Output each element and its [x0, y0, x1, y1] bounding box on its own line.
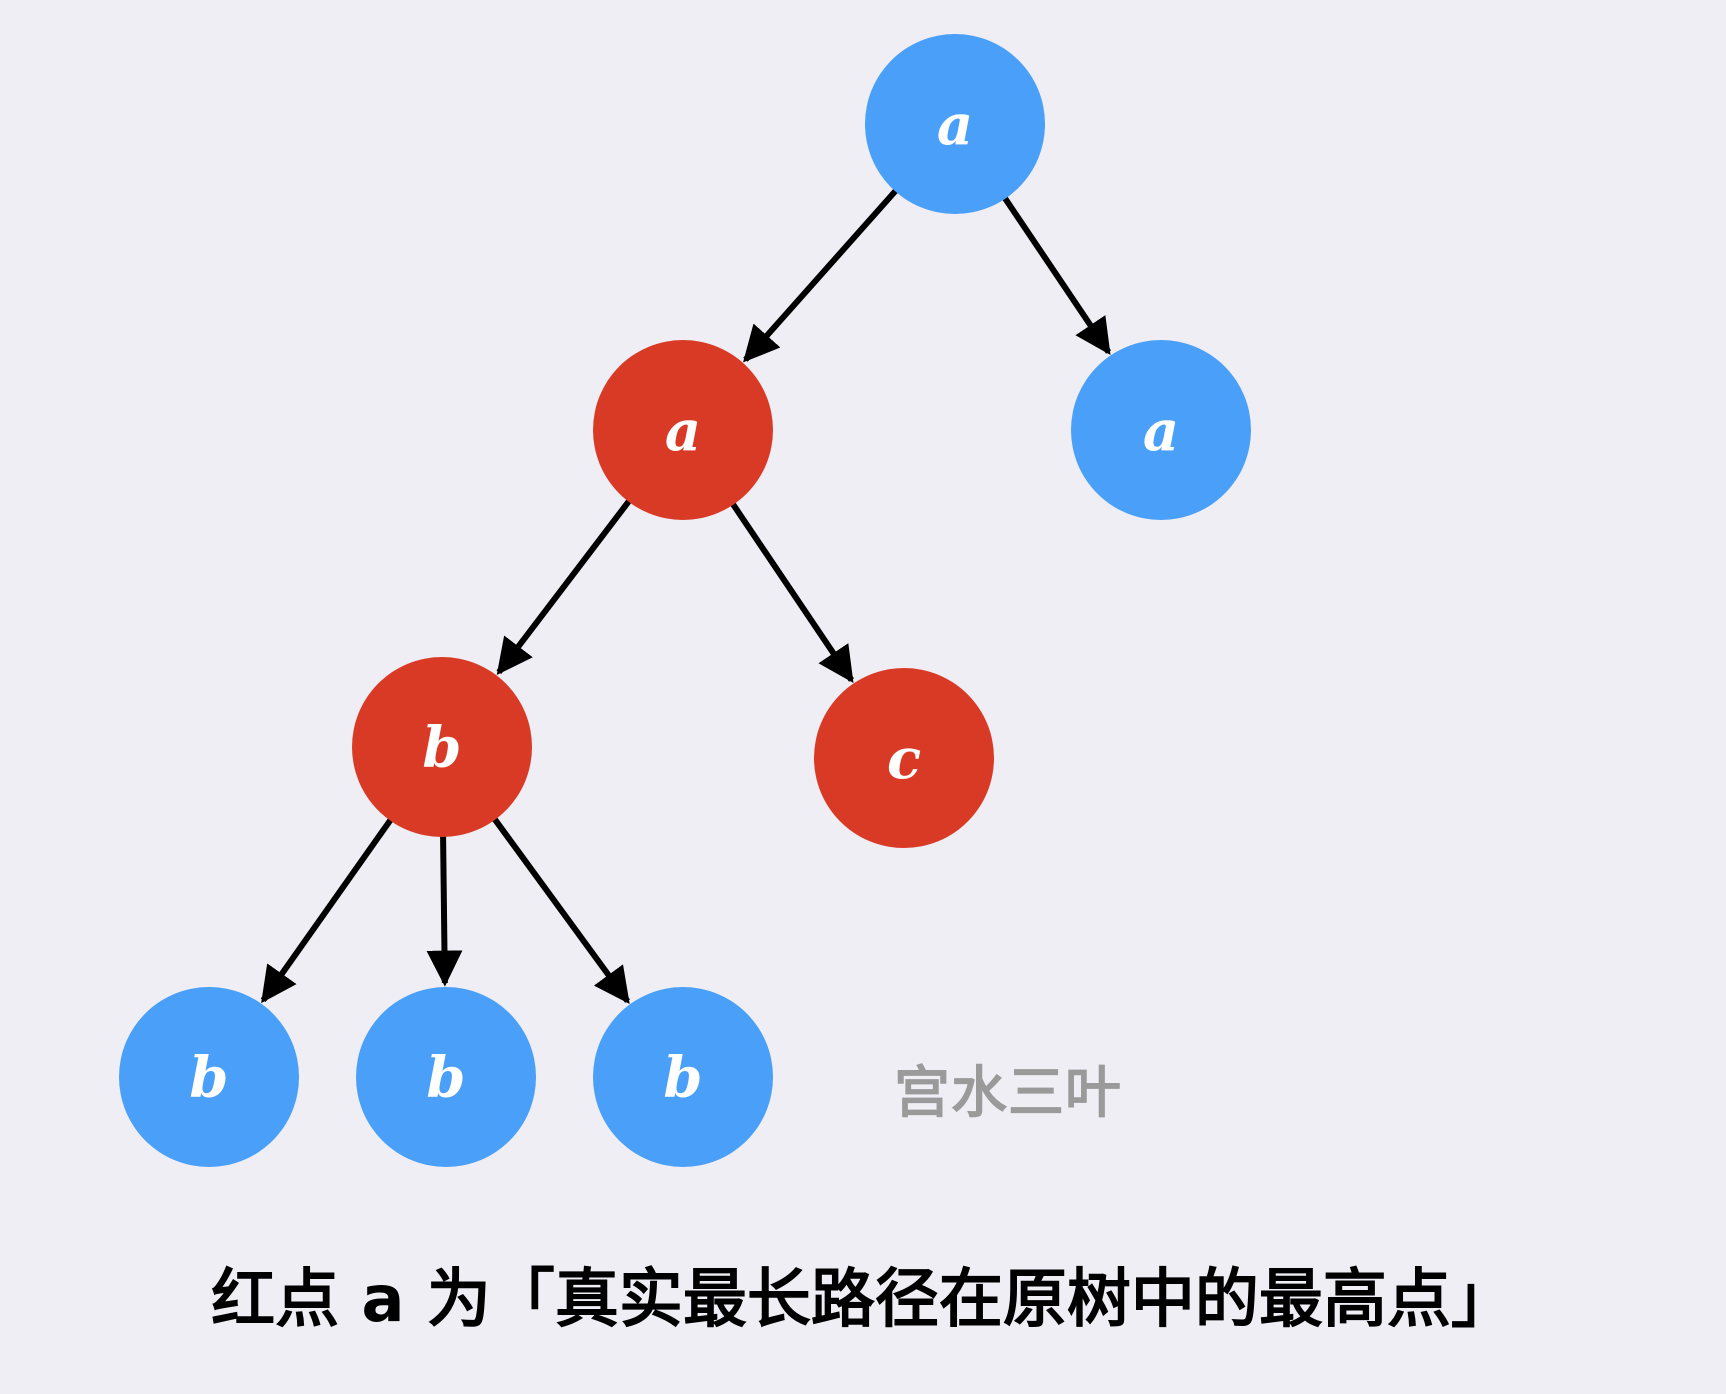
node-circle-blue: [865, 34, 1045, 214]
diagram-caption: 红点 a 为「真实最长路径在原树中的最高点」: [211, 1263, 1515, 1337]
tree-node-n4: c: [814, 668, 994, 848]
node-label: b: [426, 1045, 465, 1111]
tree-node-n2: a: [1071, 340, 1251, 520]
node-label: a: [937, 92, 973, 158]
edge-root-to-n1: [743, 186, 901, 363]
tree-node-n1: a: [593, 340, 773, 520]
edge-n1-to-n3: [496, 496, 634, 676]
nodes-layer: a a a b c b b b: [119, 34, 1251, 1167]
tree-node-n6: b: [356, 987, 536, 1167]
node-circle-blue: [1071, 340, 1251, 520]
tree-node-n3: b: [352, 657, 532, 837]
tree-node-n7: b: [593, 987, 773, 1167]
edge-n3-to-n7: [490, 814, 630, 1004]
node-label: b: [422, 715, 461, 781]
node-label: b: [189, 1045, 228, 1111]
tree-node-n5: b: [119, 987, 299, 1167]
edge-n3-to-n5: [260, 815, 395, 1004]
node-label: a: [665, 398, 701, 464]
node-label: c: [887, 726, 921, 792]
edge-n3-to-n6: [426, 832, 463, 987]
edges-layer: [260, 186, 1111, 1004]
edge-n1-to-n4: [728, 499, 854, 684]
node-circle-blue: [119, 987, 299, 1167]
node-circle-red: [593, 340, 773, 520]
node-label: a: [1143, 398, 1179, 464]
node-circle-blue: [356, 987, 536, 1167]
node-label: b: [663, 1045, 702, 1111]
node-circle-blue: [593, 987, 773, 1167]
node-circle-red: [814, 668, 994, 848]
watermark-text: 宫水三叶: [894, 1060, 1122, 1126]
edge-root-to-n2: [1000, 193, 1111, 356]
node-circle-red: [352, 657, 532, 837]
tree-node-root: a: [865, 34, 1045, 214]
